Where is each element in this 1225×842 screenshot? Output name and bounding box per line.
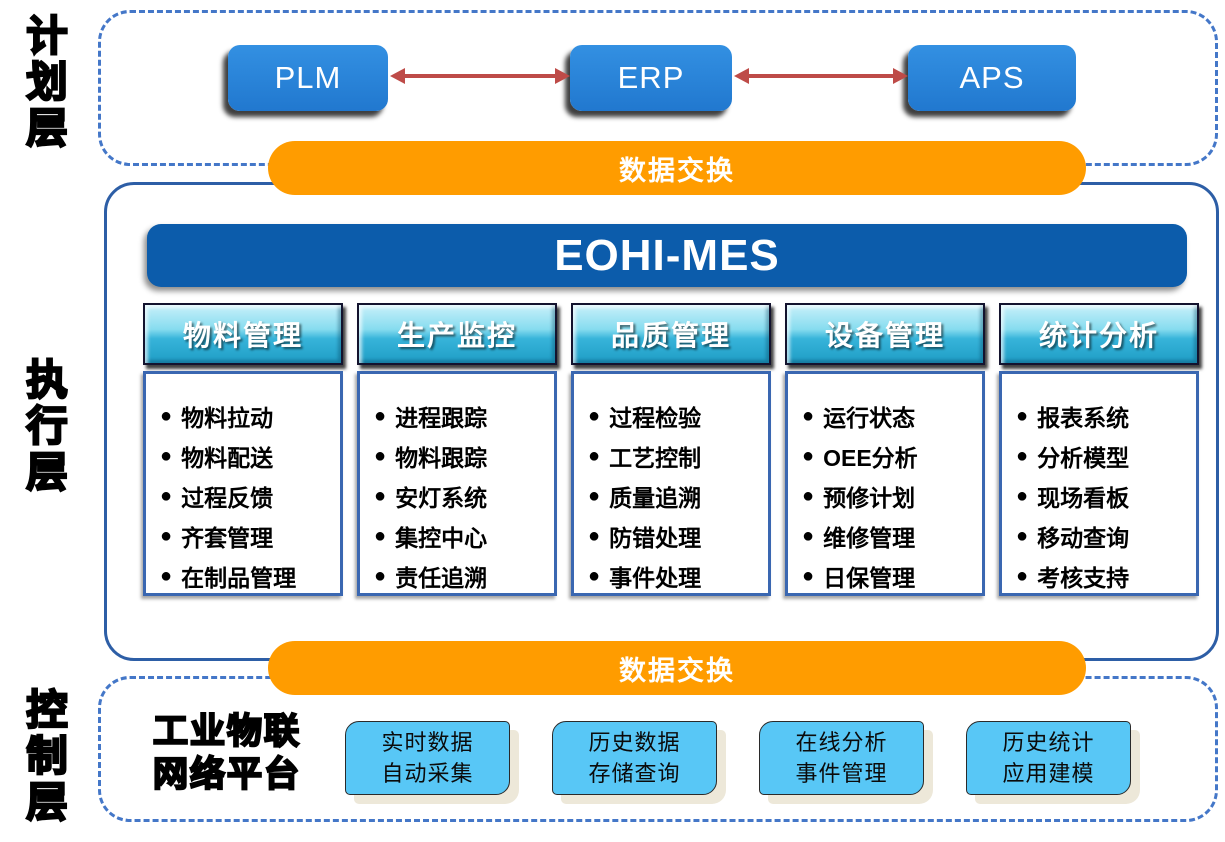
erp-box: ERP bbox=[570, 45, 732, 111]
function-box-history-storage: 历史数据 存储查询 bbox=[552, 721, 717, 795]
data-exchange-banner-top: 数据交换 bbox=[268, 141, 1086, 195]
function-box-line1: 实时数据 bbox=[381, 730, 474, 755]
module-item: 过程检验 bbox=[588, 396, 764, 436]
platform-label-line1: 工业物联 bbox=[152, 711, 301, 752]
function-box-online-analysis: 在线分析 事件管理 bbox=[759, 721, 924, 795]
module-item: 移动查询 bbox=[1016, 516, 1192, 556]
module-column-statistics: 统计分析 报表系统 分析模型 现场看板 移动查询 考核支持 bbox=[999, 303, 1199, 596]
module-item: 集控中心 bbox=[374, 516, 550, 556]
module-column-material: 物料管理 物料拉动 物料配送 过程反馈 齐套管理 在制品管理 bbox=[143, 303, 343, 596]
module-item: 工艺控制 bbox=[588, 436, 764, 476]
mes-title-banner: EOHI-MES bbox=[147, 224, 1187, 287]
platform-label-line2: 网络平台 bbox=[152, 754, 301, 795]
erp-aps-bidirectional-arrow bbox=[734, 68, 908, 84]
module-body-equipment: 运行状态 OEE分析 预修计划 维修管理 日保管理 bbox=[785, 371, 985, 596]
platform-label: 工业物联 网络平台 bbox=[152, 710, 302, 796]
module-item: 预修计划 bbox=[802, 476, 978, 516]
module-body-production: 进程跟踪 物料跟踪 安灯系统 集控中心 责任追溯 bbox=[357, 371, 557, 596]
function-box-line2: 应用建模 bbox=[1002, 761, 1095, 786]
planning-layer-label: 计划层 bbox=[19, 13, 68, 154]
function-box-line2: 事件管理 bbox=[795, 761, 888, 786]
module-item: 齐套管理 bbox=[160, 516, 336, 556]
module-item: 责任追溯 bbox=[374, 556, 550, 596]
function-box-line2: 自动采集 bbox=[381, 761, 474, 786]
data-exchange-banner-bottom: 数据交换 bbox=[268, 641, 1086, 695]
module-item: 在制品管理 bbox=[160, 556, 336, 596]
module-item: 事件处理 bbox=[588, 556, 764, 596]
aps-box: APS bbox=[908, 45, 1076, 111]
function-box-line1: 历史统计 bbox=[1002, 730, 1095, 755]
module-item: 维修管理 bbox=[802, 516, 978, 556]
plm-box: PLM bbox=[228, 45, 388, 111]
function-box-line2: 存储查询 bbox=[588, 761, 681, 786]
module-body-quality: 过程检验 工艺控制 质量追溯 防错处理 事件处理 bbox=[571, 371, 771, 596]
module-item: 分析模型 bbox=[1016, 436, 1192, 476]
module-item: 现场看板 bbox=[1016, 476, 1192, 516]
module-item: 运行状态 bbox=[802, 396, 978, 436]
function-box-line1: 历史数据 bbox=[588, 730, 681, 755]
function-box-realtime-collect: 实时数据 自动采集 bbox=[345, 721, 510, 795]
module-header-statistics: 统计分析 bbox=[999, 303, 1199, 365]
module-item: 进程跟踪 bbox=[374, 396, 550, 436]
module-item: 安灯系统 bbox=[374, 476, 550, 516]
module-header-equipment: 设备管理 bbox=[785, 303, 985, 365]
module-item: 日保管理 bbox=[802, 556, 978, 596]
control-layer-label: 控制层 bbox=[19, 687, 68, 828]
module-body-statistics: 报表系统 分析模型 现场看板 移动查询 考核支持 bbox=[999, 371, 1199, 596]
execution-layer-label: 执行层 bbox=[19, 357, 68, 498]
module-item: 物料配送 bbox=[160, 436, 336, 476]
module-header-production: 生产监控 bbox=[357, 303, 557, 365]
module-header-material: 物料管理 bbox=[143, 303, 343, 365]
control-function-row: 实时数据 自动采集 历史数据 存储查询 在线分析 事件管理 历史统计 应用建模 bbox=[345, 721, 1131, 795]
module-item: 物料拉动 bbox=[160, 396, 336, 436]
module-item: 报表系统 bbox=[1016, 396, 1192, 436]
module-header-quality: 品质管理 bbox=[571, 303, 771, 365]
function-box-line1: 在线分析 bbox=[795, 730, 888, 755]
module-item: 考核支持 bbox=[1016, 556, 1192, 596]
function-box-history-modeling: 历史统计 应用建模 bbox=[966, 721, 1131, 795]
module-column-production: 生产监控 进程跟踪 物料跟踪 安灯系统 集控中心 责任追溯 bbox=[357, 303, 557, 596]
module-body-material: 物料拉动 物料配送 过程反馈 齐套管理 在制品管理 bbox=[143, 371, 343, 596]
module-item: 物料跟踪 bbox=[374, 436, 550, 476]
module-item: 过程反馈 bbox=[160, 476, 336, 516]
plm-erp-bidirectional-arrow bbox=[390, 68, 570, 84]
module-column-quality: 品质管理 过程检验 工艺控制 质量追溯 防错处理 事件处理 bbox=[571, 303, 771, 596]
module-item: 质量追溯 bbox=[588, 476, 764, 516]
module-column-equipment: 设备管理 运行状态 OEE分析 预修计划 维修管理 日保管理 bbox=[785, 303, 985, 596]
module-item: OEE分析 bbox=[802, 436, 978, 476]
module-columns: 物料管理 物料拉动 物料配送 过程反馈 齐套管理 在制品管理 生产监控 进程跟踪… bbox=[143, 303, 1199, 596]
module-item: 防错处理 bbox=[588, 516, 764, 556]
